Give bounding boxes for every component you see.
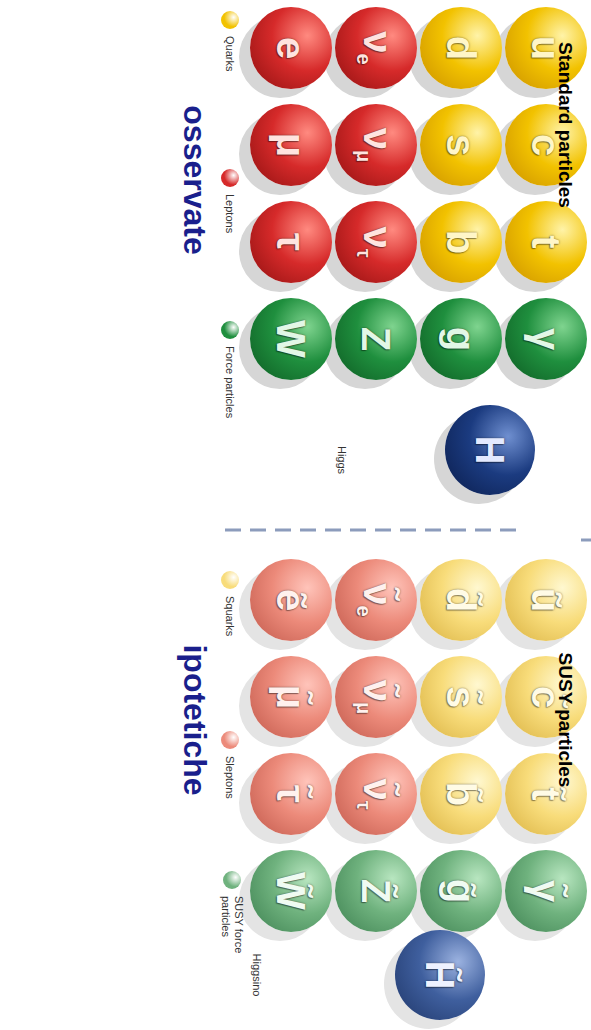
particle-sphere: W̃: [250, 850, 332, 932]
legend-label: Force particles: [224, 346, 237, 418]
group-caption: ipotetiche: [176, 644, 213, 795]
particle-sphere: W: [250, 298, 332, 380]
particle-symbol: τ̃: [271, 785, 311, 803]
legend-label: SUSY force particles: [220, 896, 245, 974]
particle-symbol: γ̃: [526, 880, 566, 902]
particle-sphere: s̃: [420, 656, 502, 738]
particle-symbol: ντ: [354, 226, 398, 257]
particle-symbol: ũ: [526, 588, 566, 612]
divider-line: [219, 529, 516, 532]
particle-sphere: γ̃: [505, 850, 587, 932]
particle-symbol: Z̃: [356, 879, 396, 903]
particle-symbol: H: [470, 436, 510, 465]
section-title: SUSY particles: [554, 653, 576, 788]
particle-symbol: Z: [356, 327, 396, 351]
legend-item: SUSY force particles: [220, 871, 245, 974]
particle-sphere: τ̃: [250, 753, 332, 835]
particle-sphere: b̃: [420, 753, 502, 835]
particle-label: Higgsino: [251, 954, 263, 997]
particle-symbol: W: [271, 320, 311, 358]
particle-sphere: Z: [335, 298, 417, 380]
particle-symbol: ν̃μ: [354, 680, 398, 715]
particle-symbol: b: [441, 230, 481, 254]
particle-symbol: H̃: [420, 961, 460, 990]
particle-sphere: ũ: [505, 559, 587, 641]
particle-symbol: b̃: [441, 782, 481, 806]
particle-symbol: γ: [526, 328, 566, 350]
particle-symbol: νe: [354, 31, 398, 64]
particle-sphere: μ: [250, 104, 332, 186]
particle-sphere: g: [420, 298, 502, 380]
particle-symbol: g̃: [441, 879, 481, 903]
particle-symbol: ẽ: [271, 589, 311, 611]
particle-sphere: t: [505, 201, 587, 283]
particle-sphere: νμ: [335, 104, 417, 186]
particle-symbol: t̃: [526, 787, 566, 800]
legend-label: Leptons: [224, 194, 237, 233]
legend-swatch: [221, 321, 239, 339]
particle-sphere: H: [445, 405, 535, 495]
particle-symbol: d̃: [441, 588, 481, 612]
legend-swatch: [223, 871, 241, 889]
legend-swatch: [221, 571, 239, 589]
particle-symbol: t: [526, 235, 566, 248]
particle-sphere: ν̃e: [335, 559, 417, 641]
legend-item: Leptons: [221, 169, 239, 233]
legend-swatch: [221, 731, 239, 749]
particle-sphere: μ̃: [250, 656, 332, 738]
particle-sphere: νe: [335, 7, 417, 89]
legend-label: Quarks: [224, 36, 237, 71]
particle-symbol: ν̃e: [354, 583, 398, 616]
legend-item: Quarks: [221, 11, 239, 71]
particle-sphere: ν̃τ: [335, 753, 417, 835]
particle-sphere: d: [420, 7, 502, 89]
particle-symbol: s̃: [441, 686, 481, 708]
particle-sphere: τ: [250, 201, 332, 283]
particle-sphere: Z̃: [335, 850, 417, 932]
particle-sphere: s: [420, 104, 502, 186]
particle-symbol: e: [271, 37, 311, 59]
particle-symbol: s: [441, 134, 481, 156]
particle-sphere: d̃: [420, 559, 502, 641]
particle-symbol: W̃: [271, 872, 311, 910]
legend-label: Sleptons: [224, 756, 237, 799]
particle-sphere: ντ: [335, 201, 417, 283]
particle-sphere: ẽ: [250, 559, 332, 641]
section-title: Standard particles: [554, 42, 576, 208]
particle-symbol: μ: [271, 133, 311, 157]
legend-item: Force particles: [221, 321, 239, 418]
divider-tick: [581, 539, 591, 542]
particle-symbol: νμ: [354, 128, 398, 163]
particle-sphere: γ: [505, 298, 587, 380]
legend-item: Squarks: [221, 571, 239, 636]
particle-symbol: τ: [271, 233, 311, 251]
particle-symbol: d: [441, 36, 481, 60]
particle-symbol: μ̃: [271, 685, 311, 709]
particle-sphere: H̃: [395, 930, 485, 1020]
legend-item: Sleptons: [221, 731, 239, 799]
particle-symbol: g: [441, 327, 481, 351]
particle-sphere: b: [420, 201, 502, 283]
legend-label: Squarks: [224, 596, 237, 636]
particle-sphere: ν̃μ: [335, 656, 417, 738]
particle-symbol: ν̃τ: [354, 778, 398, 809]
particle-sphere: e: [250, 7, 332, 89]
particle-sphere: g̃: [420, 850, 502, 932]
legend-swatch: [221, 169, 239, 187]
particle-label: Higgs: [336, 446, 348, 474]
legend-swatch: [221, 11, 239, 29]
group-caption: osservate: [176, 105, 213, 254]
